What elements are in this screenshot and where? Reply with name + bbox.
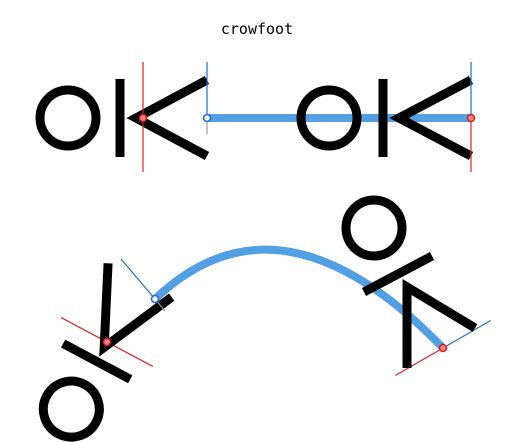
marker-crowfoot: [126, 76, 210, 160]
marker-crowfoot: [99, 263, 175, 357]
marker-circle: [296, 85, 362, 151]
marker-crowfoot: [389, 76, 474, 160]
marker-bottom-left: [38, 263, 175, 442]
anchor-point: [102, 337, 112, 347]
marker-bottom-right-glyphs: [341, 195, 478, 368]
marker-circle: [38, 376, 104, 442]
marker-circle: [35, 85, 101, 151]
anchor-point: [466, 113, 476, 123]
marker-top-left: [35, 62, 212, 172]
endpoint-handle[interactable]: [202, 113, 212, 123]
marker-circle: [341, 195, 407, 261]
normal-line: [120, 258, 156, 300]
curved-connector: [152, 245, 446, 351]
marker-top-right: [296, 62, 476, 172]
boundary-line: [395, 347, 444, 377]
anchor-point: [138, 113, 148, 123]
normal-line: [442, 319, 491, 349]
marker-bottom-right: [395, 319, 491, 377]
marker-crowfoot: [402, 279, 478, 368]
marker-bar: [61, 339, 133, 384]
bottom-left-normal: [120, 258, 166, 312]
diagram-title: crowfoot: [221, 20, 293, 38]
anchor-point: [438, 343, 448, 353]
marker-bar: [361, 252, 435, 296]
connector-arc: [152, 245, 446, 351]
endpoint-handle[interactable]: [150, 294, 160, 304]
